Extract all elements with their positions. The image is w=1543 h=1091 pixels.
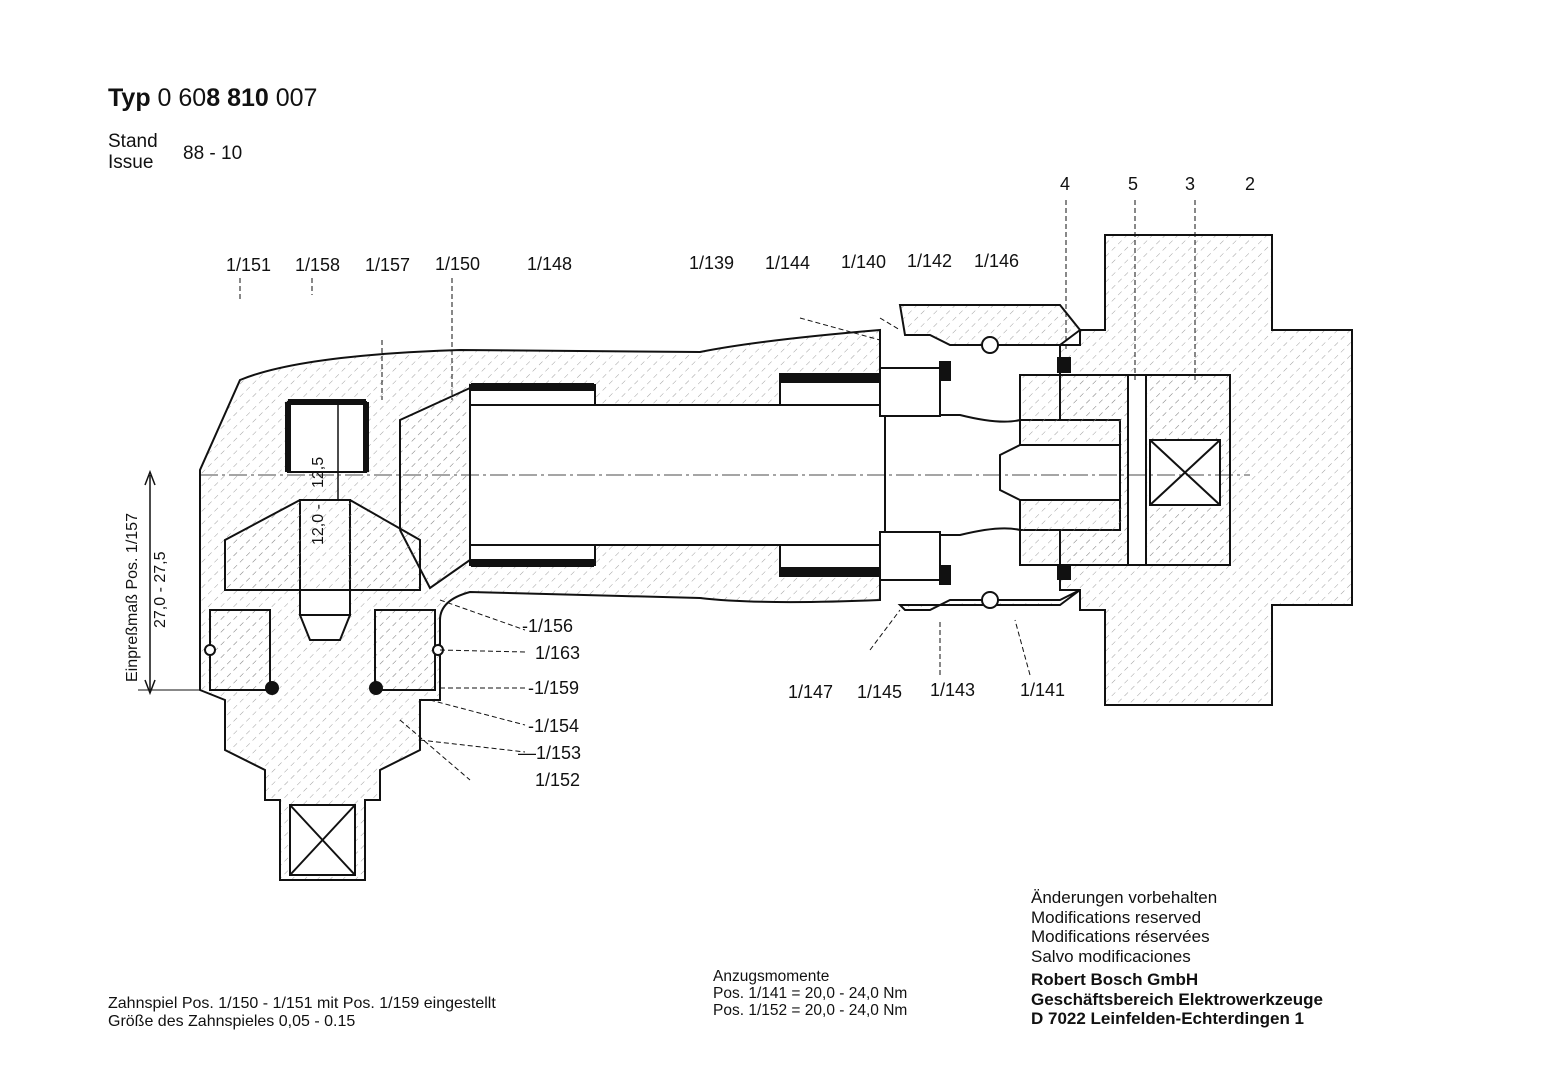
callout-1163: 1/163 xyxy=(535,643,581,663)
mod-line-es: Salvo modificaciones xyxy=(1031,946,1191,966)
note-line-1: Zahnspiel Pos. 1/150 - 1/151 mit Pos. 1/… xyxy=(108,995,496,1012)
bearing-1140-top xyxy=(879,367,941,417)
locking-nut xyxy=(898,304,1082,346)
stand-label: Stand xyxy=(108,131,158,152)
bearing-1140-bottom xyxy=(879,531,941,581)
issue-value: 88 - 10 xyxy=(183,143,243,164)
callout-1159: -1/159 xyxy=(528,678,580,698)
einpress-value: 27,0 - 27,5 xyxy=(152,551,169,629)
mod-line-fr: Modifications réservées xyxy=(1031,927,1210,946)
inner-dim-bottom: 12,0 - xyxy=(310,504,327,545)
inner-dim-top: 12,5 xyxy=(310,456,327,488)
coupling-bore xyxy=(999,444,1121,501)
pinion-gear-1151 xyxy=(224,499,421,591)
company-address: D 7022 Leinfelden-Echterdingen 1 xyxy=(1031,1009,1305,1028)
typ-prefix: 0 60 xyxy=(157,84,207,112)
callout-1158: 1/158 xyxy=(295,255,341,275)
bearing-1156-right xyxy=(374,609,436,691)
square-drive xyxy=(1149,439,1221,506)
gear-backlash-notes: Zahnspiel Pos. 1/150 - 1/151 mit Pos. 1/… xyxy=(108,995,496,1031)
typ-label: Typ xyxy=(108,84,151,112)
company-block: Robert Bosch GmbH Geschäftsbereich Elekt… xyxy=(1031,970,1323,1029)
mod-line-en: Modifications reserved xyxy=(1031,907,1202,927)
callout-1153: —1/153 xyxy=(518,743,582,763)
callout-1145: 1/145 xyxy=(857,682,903,702)
company-name: Robert Bosch GmbH xyxy=(1031,970,1199,989)
issue-label: Issue xyxy=(108,152,154,173)
callout-4: 4 xyxy=(1060,174,1071,194)
callout-1156: -1/156 xyxy=(522,616,574,636)
callout-1151: 1/151 xyxy=(226,255,272,275)
coupling-pin xyxy=(1127,374,1147,566)
callout-5: 5 xyxy=(1128,174,1139,194)
stand-issue-labels: Stand Issue xyxy=(108,131,158,173)
callout-1141: 1/141 xyxy=(1020,680,1066,700)
callout-1154: -1/154 xyxy=(528,716,580,736)
callout-1143: 1/143 xyxy=(930,680,976,700)
callout-1139: 1/139 xyxy=(689,253,735,273)
document-title: Typ 0 608 810 007 xyxy=(108,84,317,113)
callout-1146: 1/146 xyxy=(974,251,1020,271)
bearing-1158 xyxy=(287,401,367,473)
callout-1140: 1/140 xyxy=(841,252,887,272)
typ-suffix: 007 xyxy=(275,84,318,112)
modifications-block: Änderungen vorbehalten Modifications res… xyxy=(1031,888,1217,966)
torque-line-2: Pos. 1/152 = 20,0 - 24,0 Nm xyxy=(713,1002,908,1019)
torque-line-1: Pos. 1/141 = 20,0 - 24,0 Nm xyxy=(713,985,908,1002)
spindle-cone xyxy=(298,614,352,641)
company-division: Geschäftsbereich Elektrowerkzeuge xyxy=(1031,989,1323,1009)
callout-1157: 1/157 xyxy=(365,255,411,275)
callout-1150: 1/150 xyxy=(435,254,481,274)
torque-title: Anzugsmomente xyxy=(713,968,830,985)
typ-bold: 8 810 xyxy=(206,84,269,112)
bearing-1156-left xyxy=(209,609,271,691)
callout-2: 2 xyxy=(1245,174,1256,194)
callout-1152: 1/152 xyxy=(535,770,581,790)
einpress-label: Einpreßmaß Pos. 1/157 xyxy=(124,513,141,682)
note-line-2: Größe des Zahnspieles 0,05 - 0.15 xyxy=(108,1013,356,1030)
callout-1148: 1/148 xyxy=(527,254,573,274)
callout-1147: 1/147 xyxy=(788,682,834,702)
mod-line-de: Änderungen vorbehalten xyxy=(1031,888,1218,907)
callout-3: 3 xyxy=(1185,174,1196,194)
callout-1142: 1/142 xyxy=(907,251,953,271)
callout-1144: 1/144 xyxy=(765,253,811,273)
torque-block: Anzugsmomente Pos. 1/141 = 20,0 - 24,0 N… xyxy=(713,968,907,1019)
